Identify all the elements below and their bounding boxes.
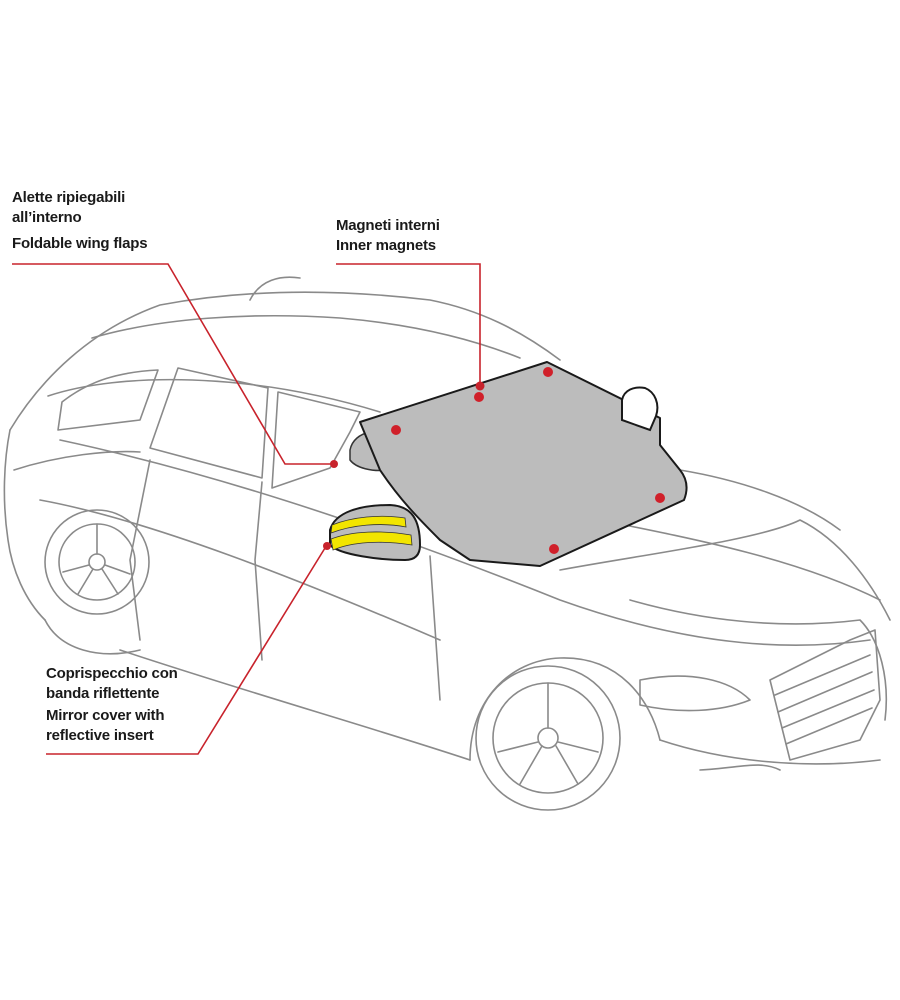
magnet-dot bbox=[391, 425, 401, 435]
mirror-cover bbox=[329, 503, 422, 562]
callout-magnets: Magneti interni Inner magnets bbox=[336, 216, 440, 256]
callout-mirror-cover: Coprispecchio con banda riflettente Mirr… bbox=[46, 664, 178, 746]
callout-wing-flaps: Alette ripiegabili all’interno Foldable … bbox=[12, 188, 148, 254]
passenger-wing-flap bbox=[621, 386, 659, 432]
leader-dot-wing-flaps bbox=[330, 460, 338, 468]
mirror-italian-line2: banda riflettente bbox=[46, 685, 160, 702]
wing-flaps-italian-line1: Alette ripiegabili bbox=[12, 189, 126, 206]
leader-line-magnets bbox=[336, 263, 481, 386]
magnets-english: Inner magnets bbox=[336, 237, 436, 254]
mirror-english-line1: Mirror cover with bbox=[46, 707, 165, 724]
car-outline bbox=[3, 276, 891, 811]
mirror-english-line2: reflective insert bbox=[46, 727, 154, 744]
front-door-window bbox=[271, 391, 361, 489]
leader-dot-magnets bbox=[475, 381, 485, 391]
magnet-dot bbox=[474, 392, 484, 402]
leader-line-wing-flaps bbox=[12, 263, 333, 465]
windshield-cover bbox=[359, 361, 688, 567]
leader-dot-mirror bbox=[323, 542, 331, 550]
leader-line-mirror bbox=[46, 547, 326, 755]
magnet-dot bbox=[543, 367, 553, 377]
wing-flaps-italian-line2: all’interno bbox=[12, 209, 82, 226]
wing-flaps-english: Foldable wing flaps bbox=[12, 235, 148, 252]
magnets-italian: Magneti interni bbox=[336, 217, 440, 234]
rear-quarter-window bbox=[57, 369, 159, 431]
headlight bbox=[639, 675, 751, 712]
magnet-dots bbox=[391, 367, 665, 554]
rear-wheel bbox=[44, 509, 150, 615]
grille bbox=[769, 629, 881, 761]
magnet-dot bbox=[655, 493, 665, 503]
magnet-dot bbox=[549, 544, 559, 554]
rear-door-window bbox=[149, 367, 269, 479]
mirror-italian-line1: Coprispecchio con bbox=[46, 665, 178, 682]
leader-lines bbox=[12, 263, 481, 755]
front-wheel bbox=[475, 665, 621, 811]
